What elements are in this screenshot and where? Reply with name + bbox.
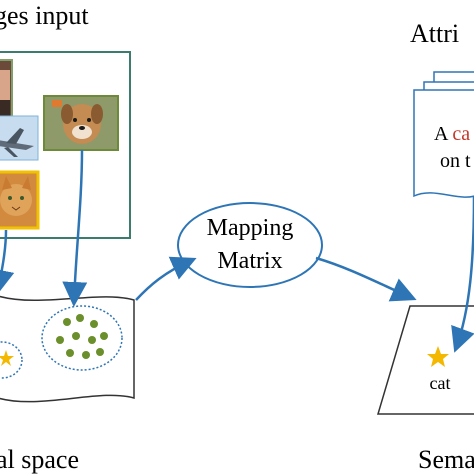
attribute-text-line2: on t (440, 150, 471, 172)
airplane-photo-icon (0, 115, 39, 161)
arrow-cat-to-visual (0, 229, 15, 295)
semantic-cat-label: cat (430, 373, 451, 393)
cat-cluster-circle (0, 341, 23, 379)
attributes-title: Attri (410, 19, 459, 48)
arrow-mapping-to-semantic (315, 256, 417, 302)
semantic-space-title: Sema (418, 445, 474, 474)
arrow-visual-to-mapping (135, 256, 197, 301)
visual-space-title: al space (0, 445, 79, 474)
attribute-documents (413, 71, 474, 198)
images-input-title: ges input (0, 1, 89, 30)
dog-cluster-dots (56, 314, 108, 359)
mapping-matrix-label-line1: Mapping (207, 215, 294, 241)
semantic-space-panel (376, 305, 474, 415)
mapping-matrix-node (177, 202, 323, 288)
visual-space-panel (0, 295, 135, 403)
mapping-matrix-label-line2: Matrix (217, 248, 282, 274)
attribute-text-line1: A ca (434, 123, 470, 145)
cat-photo-icon (0, 170, 40, 230)
arrow-dog-to-visual (62, 149, 88, 307)
person-photo-icon (0, 59, 13, 121)
star-icon (0, 350, 14, 366)
attribute-highlight-word: ca (452, 123, 470, 145)
dog-photo-icon (43, 95, 119, 151)
semantic-star-icon (427, 346, 449, 367)
